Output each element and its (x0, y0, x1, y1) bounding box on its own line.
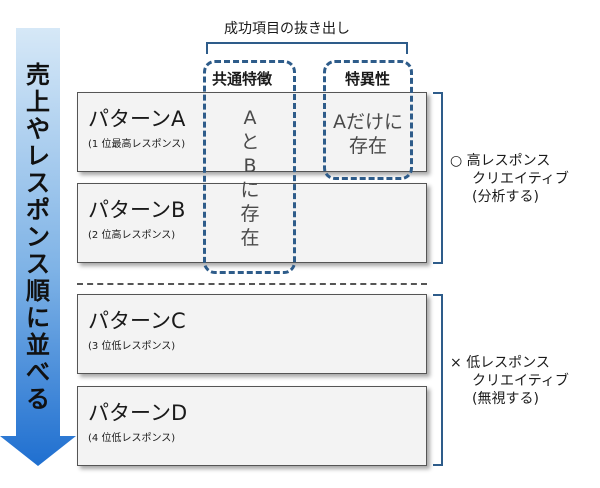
pattern-rank: (4 位低レスポンス) (88, 433, 176, 444)
arrow-label: 売 上 や レ ス ポ ン ス 順 に 並 べ る (26, 61, 50, 413)
unique-features-highlight (323, 60, 413, 180)
pattern-rank: (2 位高レスポンス) (88, 230, 176, 241)
circle-icon: ○ (450, 153, 463, 169)
pattern-name: パターンA (88, 107, 186, 131)
pattern-box-b: パターンB (2 位高レスポンス) (77, 183, 427, 263)
common-features-heading: 共通特徴 (212, 70, 273, 88)
common-features-text: A と B に 存 在 (240, 107, 260, 249)
high-response-label: ○ 高レスポンス クリエイティブ (分析する) (450, 153, 569, 205)
unique-features-text: Aだけに 存在 (333, 111, 403, 157)
common-features-highlight (203, 60, 296, 274)
pattern-name: パターンB (88, 198, 186, 222)
high-response-bracket (433, 92, 443, 264)
pattern-box-c: パターンC (3 位低レスポンス) (77, 294, 427, 374)
extraction-title: 成功項目の抜き出し (224, 21, 350, 37)
group-separator (77, 283, 427, 285)
pattern-rank: (3 位低レスポンス) (88, 341, 176, 352)
low-response-bracket (433, 294, 443, 466)
cross-icon: × (450, 355, 462, 371)
pattern-name: パターンD (88, 401, 188, 425)
pattern-name: パターンC (88, 309, 186, 333)
pattern-box-a: パターンA (1 位最高レスポンス) (77, 92, 427, 172)
low-response-label: × 低レスポンス クリエイティブ (無視する) (450, 355, 569, 407)
pattern-rank: (1 位最高レスポンス) (88, 139, 186, 150)
pattern-box-d: パターンD (4 位低レスポンス) (77, 386, 427, 466)
unique-features-heading: 特異性 (345, 70, 391, 88)
top-bracket (206, 42, 408, 54)
